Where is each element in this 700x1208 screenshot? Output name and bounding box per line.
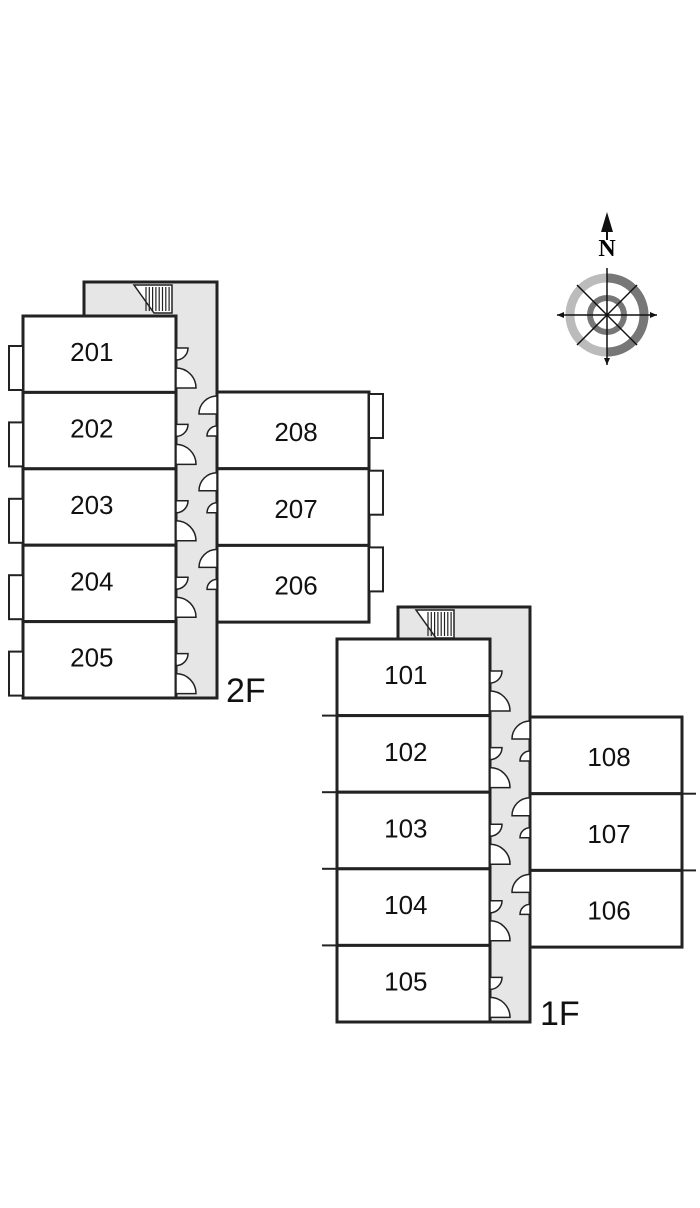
floor-label: 1F <box>540 995 580 1033</box>
unit-number: 106 <box>587 896 630 926</box>
unit-208[interactable]: 208 <box>198 390 384 471</box>
balcony <box>8 497 24 544</box>
unit-201[interactable]: 201 <box>8 314 197 394</box>
door-icon <box>175 652 189 667</box>
door-icon <box>511 796 531 817</box>
unit-106[interactable]: 106 <box>511 868 696 949</box>
unit-number: 202 <box>70 413 113 443</box>
unit-number: 104 <box>384 890 427 920</box>
balcony <box>8 650 24 697</box>
stairs-icon <box>132 284 173 314</box>
door-icon <box>519 826 531 839</box>
floor-2f: 201 202 203 204 205 208 207 206 2F <box>8 280 384 710</box>
door-icon <box>175 347 189 361</box>
unit-number: 107 <box>587 819 630 849</box>
door-icon <box>175 443 197 466</box>
door-icon <box>198 395 218 415</box>
unit-number: 103 <box>384 813 427 843</box>
unit-206[interactable]: 206 <box>198 543 384 624</box>
unit-103[interactable]: 103 <box>322 790 511 871</box>
door-icon <box>175 672 197 695</box>
unit-number: 204 <box>70 566 113 596</box>
door-icon <box>489 690 511 712</box>
unit-number: 201 <box>70 337 113 367</box>
floor-1f: 101 102 103 104 105 108 107 106 1F <box>322 605 696 1033</box>
unit-207[interactable]: 207 <box>198 467 384 547</box>
unit-104[interactable]: 104 <box>322 867 511 947</box>
door-icon <box>206 425 218 437</box>
unit-205[interactable]: 205 <box>8 620 197 700</box>
door-icon <box>175 520 197 542</box>
unit-203[interactable]: 203 <box>8 467 197 547</box>
unit-101[interactable]: 101 <box>335 637 511 718</box>
door-icon <box>175 596 197 618</box>
door-icon <box>489 823 503 837</box>
unit-number: 207 <box>274 494 317 524</box>
door-icon <box>175 500 189 514</box>
unit-105[interactable]: 105 <box>322 943 511 1024</box>
unit-number: 108 <box>587 742 630 772</box>
unit-number: 208 <box>274 417 317 447</box>
unit-204[interactable]: 204 <box>8 543 197 624</box>
balcony <box>8 421 24 468</box>
door-icon <box>511 720 531 740</box>
balcony <box>368 469 384 516</box>
door-icon <box>489 920 511 942</box>
unit-107[interactable]: 107 <box>511 792 696 872</box>
door-icon <box>175 423 189 438</box>
door-icon <box>206 501 218 514</box>
unit-number: 105 <box>384 967 427 997</box>
door-icon <box>175 576 189 590</box>
north-label: N <box>598 236 616 262</box>
door-icon <box>489 996 511 1019</box>
unit-202[interactable]: 202 <box>8 390 197 471</box>
door-icon <box>206 578 218 591</box>
door-icon <box>519 750 531 762</box>
door-icon <box>489 976 503 991</box>
unit-number: 102 <box>384 737 427 767</box>
unit-number: 203 <box>70 490 113 520</box>
door-icon <box>511 873 531 894</box>
balcony <box>8 345 24 391</box>
floor-label: 2F <box>226 672 266 710</box>
unit-108[interactable]: 108 <box>511 715 684 796</box>
door-icon <box>519 903 531 916</box>
balcony <box>8 574 24 621</box>
unit-number: 206 <box>274 571 317 601</box>
door-icon <box>175 367 197 389</box>
balcony <box>368 393 384 439</box>
door-icon <box>489 900 503 914</box>
door-icon <box>489 670 503 684</box>
unit-102[interactable]: 102 <box>322 714 511 794</box>
unit-number: 101 <box>384 660 427 690</box>
door-icon <box>198 471 218 492</box>
door-icon <box>489 766 511 789</box>
door-icon <box>198 548 218 569</box>
unit-number: 205 <box>70 643 113 673</box>
door-icon <box>489 746 503 761</box>
compass-icon: N <box>557 212 657 365</box>
balcony <box>368 546 384 593</box>
door-icon <box>489 843 511 865</box>
